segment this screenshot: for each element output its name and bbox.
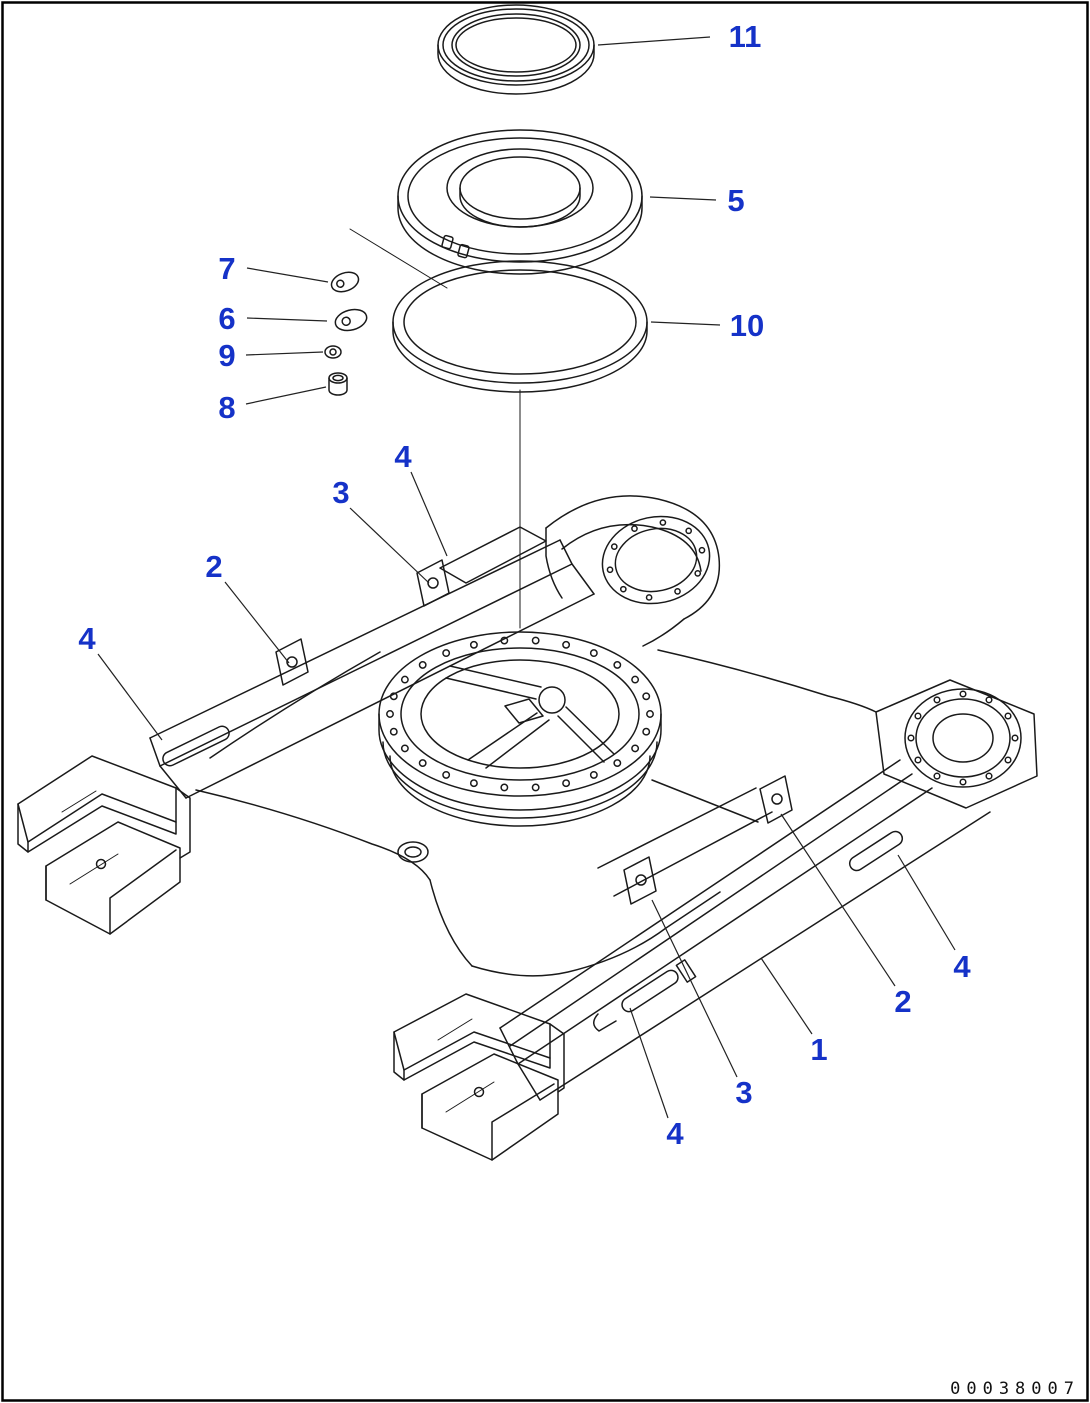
left-track-beam xyxy=(149,526,595,799)
swing-circle-bolt-holes xyxy=(386,636,654,792)
callout-label-5: 5 xyxy=(727,183,744,218)
bearing-bolt-holes xyxy=(907,690,1019,786)
leader-line xyxy=(651,899,738,1078)
idler-bearing-right xyxy=(875,679,1038,809)
leader-line xyxy=(245,386,327,405)
callout-label-4: 4 xyxy=(953,949,971,984)
leader-line xyxy=(597,36,711,46)
leader-line xyxy=(780,813,896,987)
leader-line xyxy=(760,957,813,1035)
callout-label-11: 11 xyxy=(729,19,762,54)
callout-label-4: 4 xyxy=(394,439,412,474)
part-11-cover-ring xyxy=(437,4,595,95)
part-5-swing-circle xyxy=(349,129,643,289)
callout-label-7: 7 xyxy=(218,251,235,286)
leader-line xyxy=(897,854,956,951)
leader-line xyxy=(349,507,430,584)
callout-label-3: 3 xyxy=(735,1075,752,1110)
callout-label-2: 2 xyxy=(205,549,222,584)
leader-line xyxy=(224,581,290,664)
part-8-bushing xyxy=(328,372,348,396)
leader-line xyxy=(649,196,717,201)
housing-bolt-holes xyxy=(606,519,706,601)
callout-leaders xyxy=(97,36,956,1119)
swing-circle-mount xyxy=(378,631,662,827)
center-frame-deck xyxy=(195,649,877,977)
leader-line xyxy=(650,321,721,326)
callout-label-6: 6 xyxy=(218,301,235,336)
drawing-number: 00038007 xyxy=(950,1379,1080,1399)
leader-line xyxy=(245,351,324,356)
callout-label-4: 4 xyxy=(666,1116,684,1151)
part-9-washer xyxy=(324,345,342,359)
left-idler-fork xyxy=(17,755,191,935)
part-7-clip xyxy=(330,271,360,293)
part-6-clip xyxy=(334,308,368,332)
callout-label-3: 3 xyxy=(332,475,349,510)
near-idler-fork xyxy=(393,993,565,1161)
leader-line xyxy=(629,1007,669,1119)
leader-line xyxy=(410,471,448,557)
right-track-beam xyxy=(499,759,991,1101)
sprocket-housing xyxy=(545,495,721,647)
part-10-seal-ring xyxy=(392,260,648,393)
callout-labels: 11 5 7 6 10 9 8 4 3 2 4 4 2 1 3 4 xyxy=(78,19,971,1151)
leader-line xyxy=(246,317,328,322)
callout-label-1: 1 xyxy=(810,1032,827,1067)
callout-label-10: 10 xyxy=(730,308,764,343)
callout-label-2: 2 xyxy=(894,984,911,1019)
callout-label-9: 9 xyxy=(218,338,235,373)
drawing-linework xyxy=(17,4,1038,1161)
leader-line xyxy=(97,653,163,741)
leader-line xyxy=(246,267,329,283)
callout-label-4: 4 xyxy=(78,621,96,656)
callout-label-8: 8 xyxy=(218,390,235,425)
